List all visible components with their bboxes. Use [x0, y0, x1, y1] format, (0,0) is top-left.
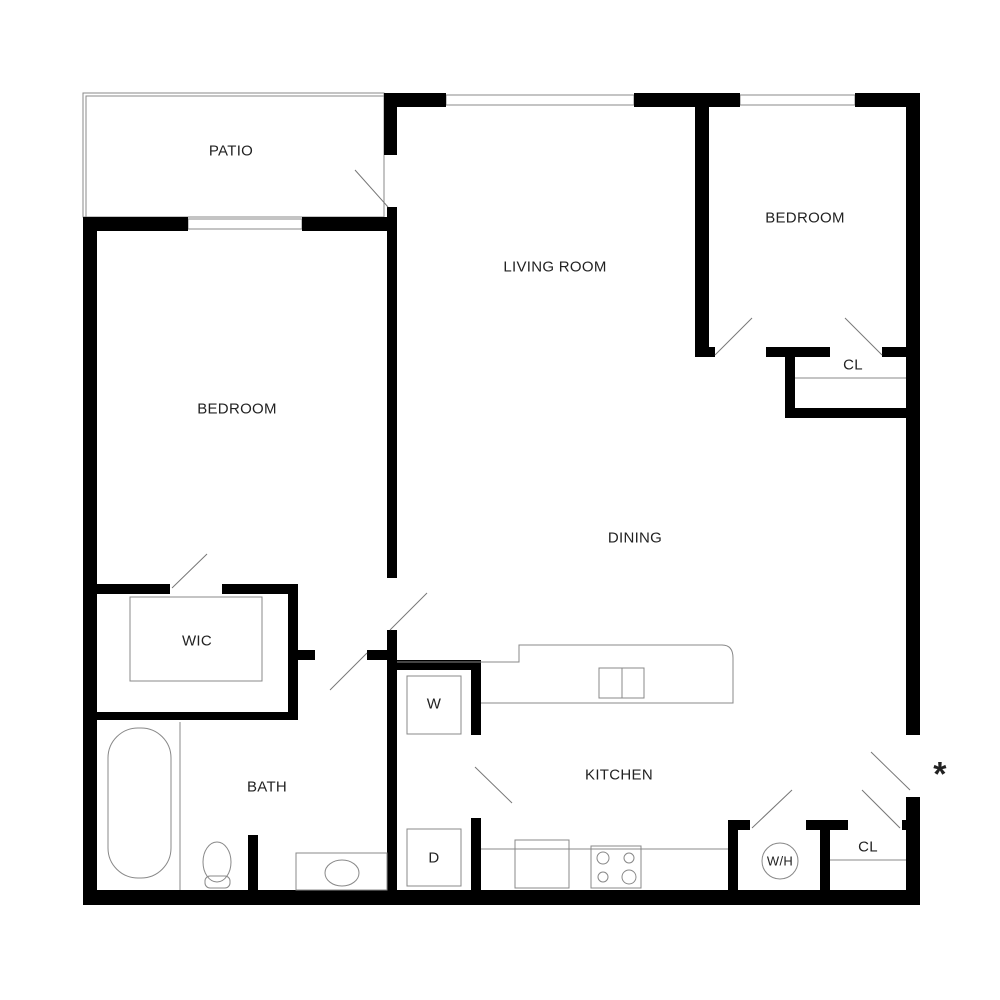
doors: [171, 169, 911, 829]
closet-shelves: [129, 377, 906, 861]
room-label-bath: BATH: [246, 778, 288, 796]
room-label-patio: PATIO: [208, 142, 254, 160]
bath-fixtures: [107, 722, 388, 891]
room-label-kitchen: KITCHEN: [585, 766, 653, 784]
label-washer: W: [426, 695, 442, 713]
label-water-heater: W/H: [766, 853, 794, 869]
room-label-bedroom-left: BEDROOM: [197, 400, 277, 418]
room-label-bedroom-right: BEDROOM: [765, 209, 845, 227]
kitchen-fixtures: [397, 644, 799, 889]
windows: [187, 94, 856, 230]
room-label-living-room: LIVING ROOM: [503, 258, 607, 276]
room-label-closet-bedroom: CL: [843, 356, 863, 374]
label-dryer: D: [428, 849, 440, 867]
entry-marker: *: [933, 755, 947, 794]
walls: [83, 93, 920, 905]
room-label-wic: WIC: [181, 632, 213, 650]
room-label-closet-entry: CL: [858, 838, 878, 856]
room-label-dining: DINING: [607, 529, 663, 547]
